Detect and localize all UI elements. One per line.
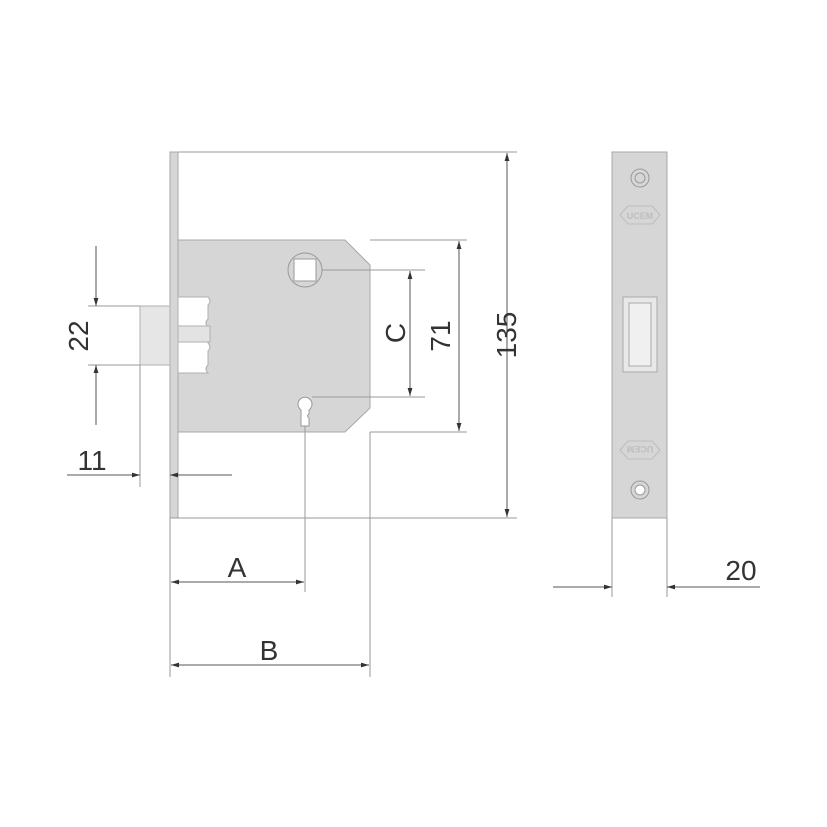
latch-bolt — [139, 305, 171, 366]
screw-hole-top-icon — [630, 168, 650, 188]
dimension-lines — [67, 153, 760, 668]
faceplate-edge — [169, 151, 179, 519]
label-135: 135 — [491, 312, 522, 359]
label-71: 71 — [425, 320, 456, 351]
lock-case — [177, 239, 371, 433]
latch-stem — [177, 325, 211, 343]
label-a: A — [228, 552, 247, 583]
brand-logo-text-bottom: UCEM — [627, 444, 654, 454]
screw-hole-bottom-icon — [630, 480, 650, 500]
label-b: B — [260, 635, 279, 666]
label-22: 22 — [63, 320, 94, 351]
label-c: C — [380, 323, 411, 343]
faceplate-front-view: UCEM UCEM — [611, 151, 668, 519]
keyhole-icon — [297, 396, 313, 427]
spindle-square-icon — [293, 258, 317, 282]
brand-logo-bottom — [619, 440, 661, 460]
extension-lines — [88, 151, 668, 677]
brand-logo-top — [619, 205, 661, 225]
label-20: 20 — [725, 555, 756, 586]
label-11: 11 — [77, 445, 106, 476]
lock-side-view — [139, 151, 371, 519]
brand-logo-text-top: UCEM — [627, 211, 654, 221]
